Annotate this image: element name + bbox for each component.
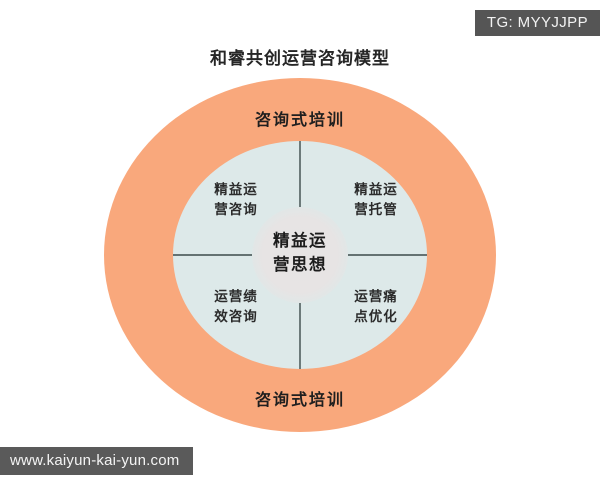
quadrant-label-top-right: 精益运 营托管	[321, 181, 431, 220]
quadrant-top-left-line1: 精益运	[214, 182, 258, 198]
quadrant-bottom-right-line1: 运营痛	[354, 289, 398, 305]
quadrant-bottom-right-line2: 点优化	[354, 308, 398, 325]
site-watermark: www.kaiyun-kai-yun.com	[0, 447, 194, 475]
quadrant-top-right-line1: 精益运	[354, 182, 398, 198]
core-label: 精益运 营思想	[240, 229, 360, 277]
quadrant-label-bottom-left: 运营绩 效咨询	[181, 288, 291, 327]
quadrant-top-right-line2: 营托管	[354, 201, 398, 218]
outer-ring-top-label: 咨询式培训	[254, 110, 345, 129]
quadrant-label-bottom-right: 运营痛 点优化	[321, 288, 431, 327]
core-label-line2: 营思想	[273, 254, 327, 274]
quadrant-bottom-left-line1: 运营绩	[214, 289, 258, 305]
quadrant-label-top-left: 精益运 营咨询	[181, 181, 291, 220]
telegram-handle-badge: TG: MYYJJPP	[474, 10, 600, 36]
core-label-line1: 精益运	[273, 231, 327, 250]
page-title: 和睿共创运营咨询模型	[210, 49, 390, 69]
quadrant-bottom-left-line2: 效咨询	[214, 308, 258, 325]
quadrant-top-left-line2: 营咨询	[214, 201, 258, 218]
core-disc-shape	[252, 207, 348, 303]
outer-ring-bottom-label: 咨询式培训	[254, 390, 345, 409]
